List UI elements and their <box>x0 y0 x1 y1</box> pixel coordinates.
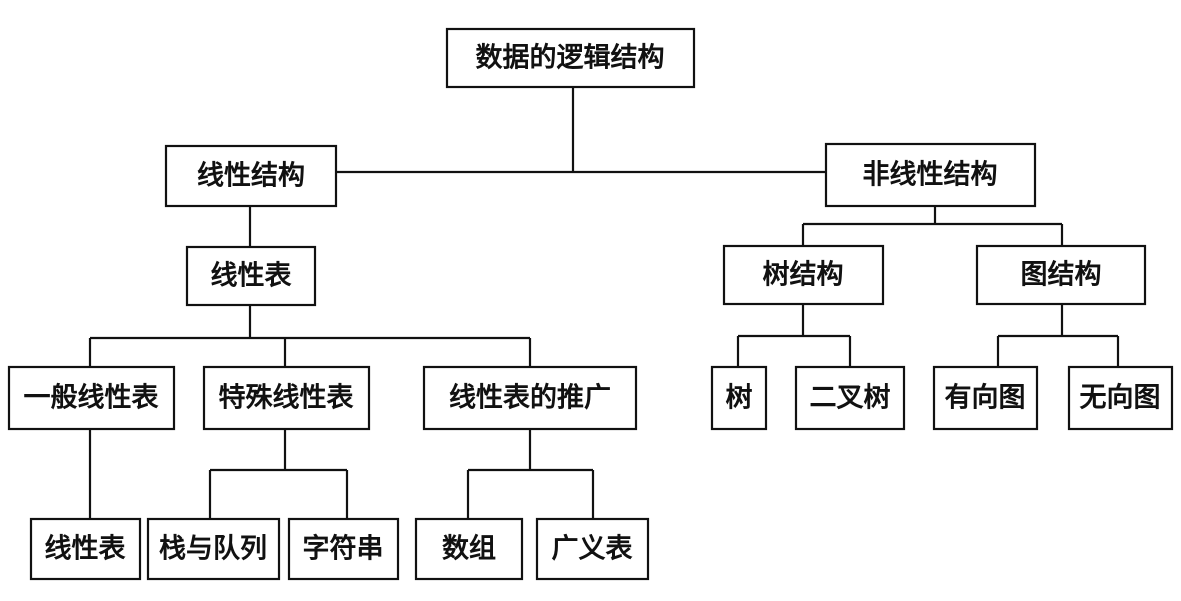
node-tree-label: 树 <box>726 383 753 414</box>
node-directed-graph: 有向图 <box>932 365 1039 431</box>
edge-nonlinear-structure-to-children <box>801 206 1064 246</box>
node-nonlinear-structure-label: 非线性结构 <box>863 160 998 191</box>
node-undirected-graph: 无向图 <box>1067 365 1174 431</box>
node-generalized-linear-list-label: 线性表的推广 <box>449 382 611 414</box>
node-linear-list: 线性表 <box>185 245 317 307</box>
node-general-linear-list: 一般线性表 <box>7 365 176 431</box>
node-linear-list-leaf-label: 线性表 <box>45 534 126 565</box>
node-array-label: 数组 <box>442 533 496 565</box>
edge-special-linear-list-to-children <box>208 429 349 519</box>
edge-linear-list-to-children <box>88 305 532 367</box>
node-string: 字符串 <box>287 517 400 581</box>
edge-generalized-list-to-children <box>466 429 595 519</box>
node-special-linear-list-label: 特殊线性表 <box>219 383 354 414</box>
node-stack-and-queue: 栈与队列 <box>146 517 281 581</box>
node-tree: 树 <box>710 365 768 431</box>
node-graph-structure-label: 图结构 <box>1021 260 1102 291</box>
node-generalized-list-label: 广义表 <box>552 534 633 565</box>
node-linear-list-label: 线性表 <box>211 261 292 292</box>
node-root: 数据的逻辑结构 <box>445 27 696 89</box>
node-directed-graph-label: 有向图 <box>945 382 1026 414</box>
node-linear-structure-label: 线性结构 <box>197 161 305 192</box>
node-root-label: 数据的逻辑结构 <box>476 42 665 74</box>
node-binary-tree-label: 二叉树 <box>810 383 891 414</box>
edge-root-to-level1 <box>336 87 826 174</box>
node-array: 数组 <box>414 517 524 581</box>
node-special-linear-list: 特殊线性表 <box>202 365 371 431</box>
node-graph-structure: 图结构 <box>975 244 1147 306</box>
edge-tree-structure-to-children <box>736 304 852 367</box>
node-general-linear-list-label: 一般线性表 <box>24 382 159 414</box>
node-stack-and-queue-label: 栈与队列 <box>159 534 267 565</box>
node-tree-structure: 树结构 <box>722 244 885 306</box>
node-linear-list-leaf: 线性表 <box>29 517 142 581</box>
node-undirected-graph-label: 无向图 <box>1080 382 1161 414</box>
node-generalized-linear-list: 线性表的推广 <box>422 365 638 431</box>
edge-graph-structure-to-children <box>996 304 1120 367</box>
node-linear-structure: 线性结构 <box>164 144 338 208</box>
connectors <box>88 87 1120 519</box>
node-tree-structure-label: 树结构 <box>763 260 844 291</box>
node-nonlinear-structure: 非线性结构 <box>824 142 1037 208</box>
node-binary-tree: 二叉树 <box>794 365 906 431</box>
node-string-label: 字符串 <box>303 533 384 565</box>
node-generalized-list: 广义表 <box>535 517 650 581</box>
